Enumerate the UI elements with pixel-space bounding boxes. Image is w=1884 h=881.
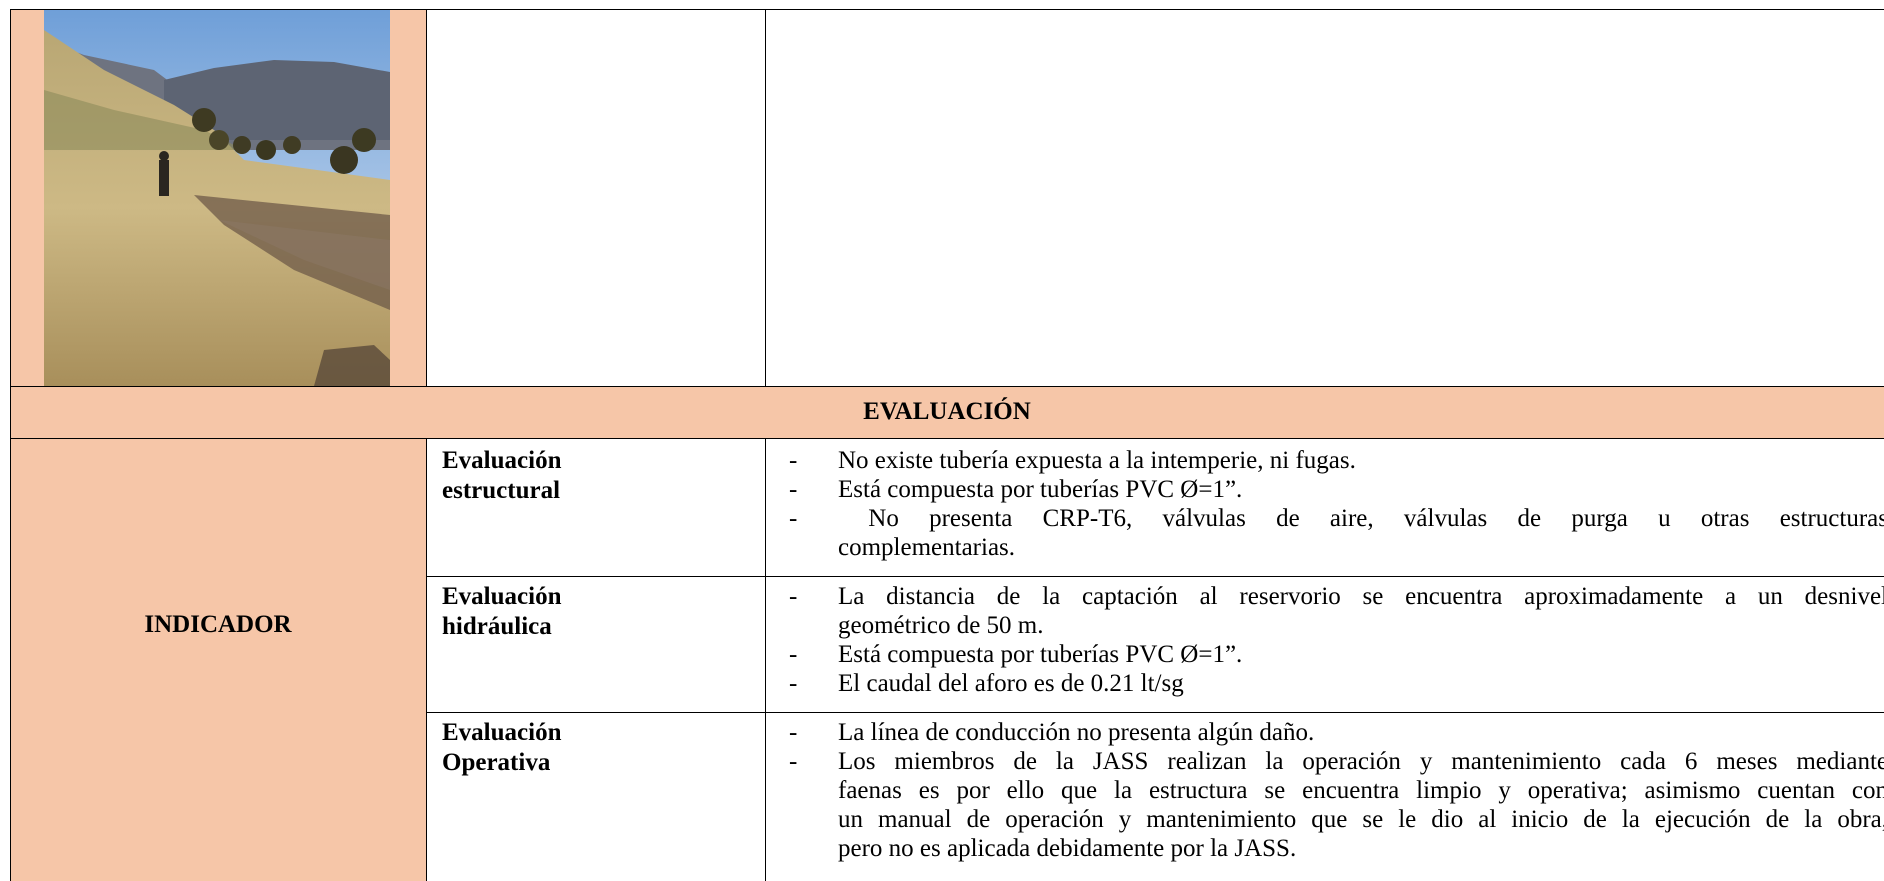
eval-estructural-line2: estructural [442, 477, 561, 504]
bullet-marker: - [789, 505, 798, 532]
indicador-cell [10, 438, 426, 881]
table-rule-col1-lower [426, 438, 427, 881]
bullet-marker: - [789, 447, 798, 474]
bullet-text: No presenta CRP-T6, válvulas de aire, vá… [838, 505, 1884, 532]
bullet-text-cont: un manual de operación y mantenimiento q… [838, 806, 1884, 833]
bullet-text-cont: pero no es aplicada debidamente por la J… [838, 835, 1297, 862]
eval-hidraulica-label: Evaluación hidráulica [442, 582, 742, 642]
list-item: - El caudal del aforo es de 0.21 lt/sg [766, 669, 1884, 698]
bullet-marker: - [789, 719, 798, 746]
table-rule-col2-lower [765, 438, 766, 881]
bullet-marker: - [789, 670, 798, 697]
bullet-text: Está compuesta por tuberías PVC Ø=1”. [838, 641, 1243, 668]
table-rule-col1 [426, 9, 427, 386]
bullet-text-cont: geométrico de 50 m. [838, 612, 1044, 639]
eval-operativa-bullets: - La línea de conducción no presenta alg… [766, 718, 1884, 863]
table-rule-heading-bottom [10, 438, 1884, 439]
bullet-marker: - [789, 476, 798, 503]
indicador-label: INDICADOR [144, 611, 292, 638]
table-rule-row1 [426, 576, 1884, 577]
bullet-text: La distancia de la captación al reservor… [838, 583, 1884, 610]
bullet-text: Está compuesta por tuberías PVC Ø=1”. [838, 476, 1243, 503]
eval-operativa-line1: Evaluación [442, 719, 562, 746]
table-rule-row2 [426, 712, 1884, 713]
table-border-top [10, 9, 1884, 10]
bullet-text: No existe tubería expuesta a la intemper… [838, 447, 1356, 474]
eval-estructural-label: Evaluación estructural [442, 446, 742, 506]
bullet-marker: - [789, 748, 798, 775]
bullet-text-cont: faenas es por ello que la estructura se … [838, 777, 1884, 804]
bullet-text: El caudal del aforo es de 0.21 lt/sg [838, 670, 1184, 697]
list-item: - La distancia de la captación al reserv… [766, 582, 1884, 640]
eval-operativa-label: Evaluación Operativa [442, 718, 742, 778]
list-item: - Los miembros de la JASS realizan la op… [766, 747, 1884, 863]
bullet-marker: - [789, 641, 798, 668]
table-rule-photo-bottom [10, 386, 1884, 387]
bullet-text-cont: complementarias. [838, 534, 1016, 561]
landscape-photo [44, 10, 390, 386]
eval-estructural-line1: Evaluación [442, 447, 562, 474]
photo-frame-left [10, 10, 44, 386]
eval-hidraulica-bullets: - La distancia de la captación al reserv… [766, 582, 1884, 698]
list-item: - Está compuesta por tuberías PVC Ø=1”. [766, 475, 1884, 504]
list-item: - Está compuesta por tuberías PVC Ø=1”. [766, 640, 1884, 669]
evaluacion-heading: EVALUACIÓN [863, 398, 1031, 425]
bullet-text: La línea de conducción no presenta algún… [838, 719, 1315, 746]
table-border-left [10, 9, 11, 881]
list-item: - No presenta CRP-T6, válvulas de aire, … [766, 504, 1884, 562]
table-rule-col2 [765, 9, 766, 386]
bullet-marker: - [789, 583, 798, 610]
eval-hidraulica-line2: hidráulica [442, 613, 552, 640]
list-item: - No existe tubería expuesta a la intemp… [766, 446, 1884, 475]
evaluacion-heading-cell [10, 386, 1884, 438]
list-item: - La línea de conducción no presenta alg… [766, 718, 1884, 747]
photo-frame-right [390, 10, 426, 386]
eval-estructural-bullets: - No existe tubería expuesta a la intemp… [766, 446, 1884, 562]
eval-operativa-line2: Operativa [442, 749, 551, 776]
bullet-text: Los miembros de la JASS realizan la oper… [838, 748, 1884, 775]
eval-hidraulica-line1: Evaluación [442, 583, 562, 610]
